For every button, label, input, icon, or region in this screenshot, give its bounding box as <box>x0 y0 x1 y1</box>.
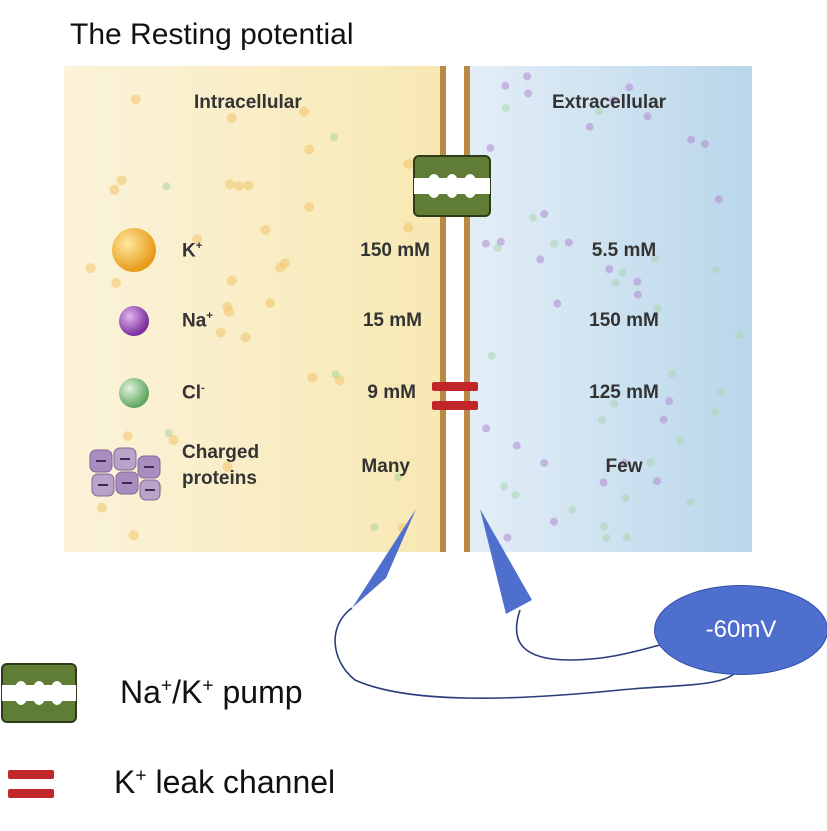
diagram-title: The Resting potential <box>70 18 354 51</box>
intra-conc-k: 150 mM <box>360 240 430 261</box>
sodium-ion-icon <box>119 306 149 336</box>
k-leak-channel-icon <box>432 382 478 410</box>
intra-conc-na: 15 mM <box>362 310 422 331</box>
extra-conc-na: 150 mM <box>589 310 659 331</box>
legend-pump-label: Na+/K+ pump <box>120 674 303 710</box>
legend-pump-icon <box>1 663 77 723</box>
legend-leak-label: K+ leak channel <box>114 764 336 800</box>
voltmeter-reading: -60mV <box>705 616 777 643</box>
membrane-outer-line-right <box>464 66 470 552</box>
chloride-ion-icon <box>119 378 149 408</box>
intra-conc-proteins: Many <box>361 456 410 477</box>
extracellular-label: Extracellular <box>552 92 667 113</box>
potassium-ion-icon <box>112 228 156 272</box>
charged-protein-icon <box>89 447 161 501</box>
extra-conc-proteins: Few <box>605 456 643 477</box>
cell-membrane-diagram: Intracellular Extracellular K+ Na+ Cl- C… <box>64 66 752 552</box>
legend-leak-icon <box>8 770 54 798</box>
intracellular-label: Intracellular <box>194 92 302 113</box>
na-k-pump-icon <box>413 155 491 217</box>
intra-conc-cl: 9 mM <box>367 382 416 403</box>
extra-conc-k: 5.5 mM <box>591 240 657 261</box>
extracellular-region <box>470 66 752 552</box>
wire-extracellular <box>515 609 661 661</box>
extra-conc-cl: 125 mM <box>589 382 659 403</box>
ion-label-k: K+ <box>182 240 203 262</box>
ion-label-na: Na+ <box>182 310 213 332</box>
membrane-outer-line-left <box>440 66 446 552</box>
ion-label-cl: Cl- <box>182 382 205 404</box>
voltmeter: -60mV <box>654 585 827 675</box>
cell-membrane <box>440 66 470 552</box>
membrane-interior <box>446 66 464 552</box>
